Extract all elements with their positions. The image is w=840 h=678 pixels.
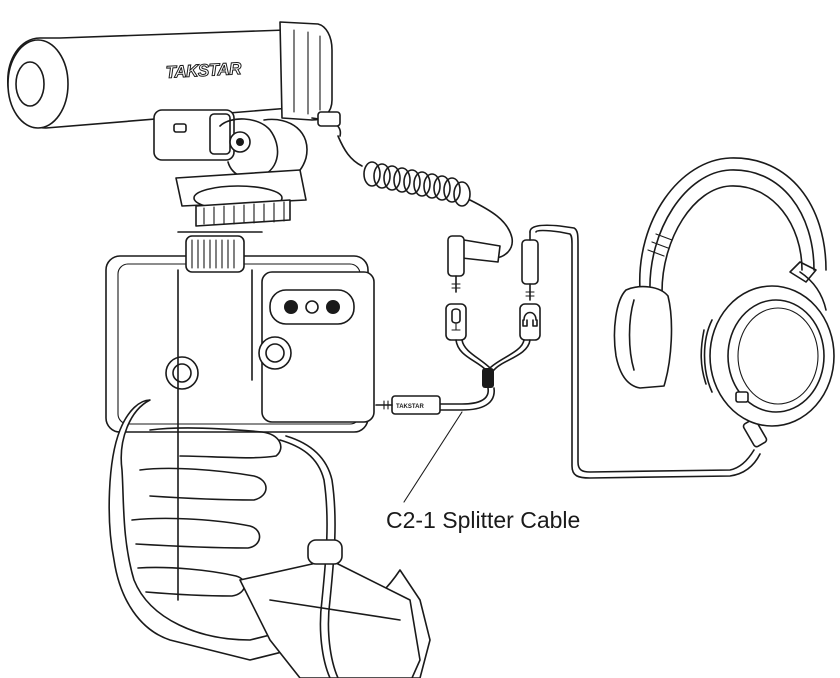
splitter-cable-label: C2-1 Splitter Cable — [386, 507, 580, 533]
rig-knob-left — [165, 356, 199, 390]
shotgun-microphone: TAKSTAR — [7, 21, 342, 227]
right-angle-plug — [447, 235, 501, 293]
headphone-cable — [529, 224, 768, 479]
mic-brand-label: TAKSTAR — [165, 59, 242, 82]
coil-segment — [363, 161, 471, 207]
rig-knob-right — [258, 336, 292, 370]
cable-brand-label: TAKSTAR — [396, 404, 424, 410]
splitter-junction — [482, 368, 494, 388]
cold-shoe-mount — [185, 235, 245, 273]
handle-cable — [279, 435, 343, 678]
mic-control-panel — [153, 109, 235, 161]
splitter-mic-connector: microphone-icon — [445, 303, 467, 341]
headphone-right-earcup — [709, 285, 835, 427]
phone-rig — [105, 231, 375, 601]
splitter-headphone-connector: headphone-icon — [519, 303, 541, 341]
phone-camera-module — [269, 289, 355, 325]
headphone-plug — [521, 231, 539, 301]
hand-holding-rig — [108, 399, 431, 678]
headphones — [613, 157, 835, 427]
mic-coiled-cable — [337, 135, 514, 293]
splitter-callout: C2-1 Splitter Cable — [386, 411, 580, 533]
splitter-cable: microphone-icon headphone-icon TAKSTAR — [375, 231, 541, 415]
phone-plug: TAKSTAR — [375, 395, 441, 415]
mic-output-jack — [317, 111, 341, 127]
